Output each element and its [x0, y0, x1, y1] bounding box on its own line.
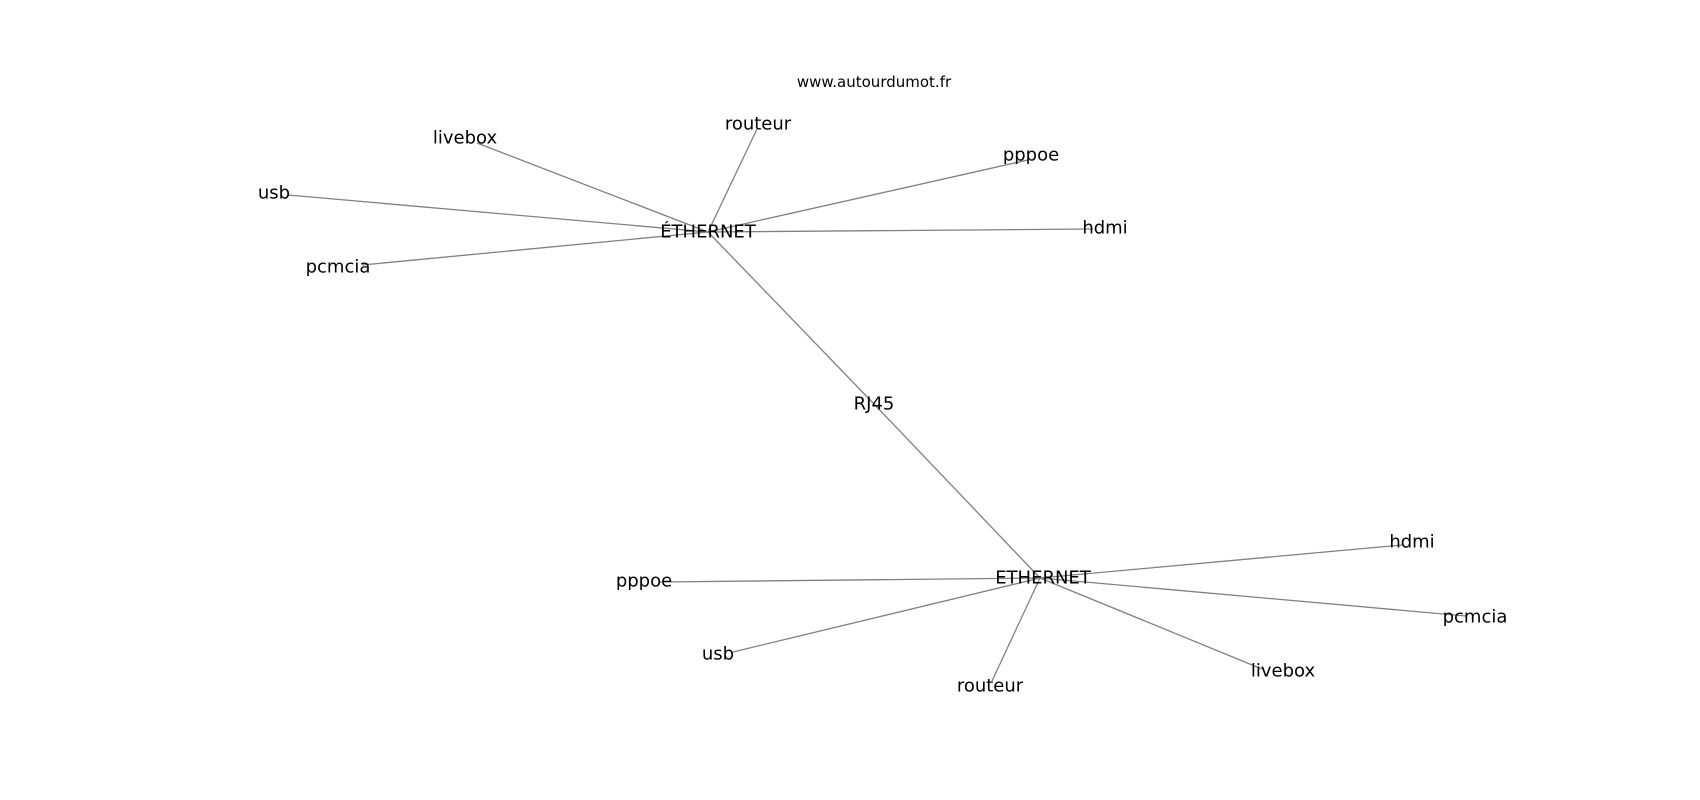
edge-ethernet_accent-pppoe_a — [707, 159, 1029, 233]
edge-ethernet-pcmcia_b — [1039, 577, 1467, 617]
node-ethernet: ETHERNET — [995, 568, 1092, 589]
graph-nodes: ÉTHERNET ETHERNET RJ45 livebox routeur pppoe u… — [258, 114, 1508, 697]
node-ethernet_accent: ÉTHERNET — [660, 221, 757, 243]
node-routeur_b: routeur — [957, 676, 1024, 697]
edge-ethernet-livebox_b — [1039, 577, 1263, 670]
site-watermark: www.autourdumot.fr — [797, 73, 952, 91]
graph-edges — [287, 128, 1467, 682]
edge-ethernet_accent-livebox_a — [476, 142, 709, 233]
edge-ethernet_accent-pcmcia_a — [361, 231, 709, 266]
edge-ethernet-hdmi_b — [1039, 544, 1403, 579]
edge-ethernet-usb_b — [732, 577, 1041, 653]
node-pcmcia_a: pcmcia — [306, 257, 371, 278]
node-livebox_a: livebox — [433, 128, 498, 149]
edge-ethernet-pppoe_b — [659, 577, 1041, 583]
edge-ethernet_accent-routeur_a — [707, 128, 758, 233]
edge-ethernet_accent-usb_a — [287, 194, 709, 233]
node-pppoe_b: pppoe — [616, 571, 672, 592]
node-routeur_a: routeur — [725, 114, 792, 135]
node-livebox_b: livebox — [1251, 661, 1316, 682]
node-hdmi_a: hdmi — [1082, 218, 1127, 239]
node-usb_b: usb — [702, 644, 734, 665]
edge-ethernet-routeur_b — [991, 577, 1041, 682]
node-pcmcia_b: pcmcia — [1443, 607, 1508, 628]
node-hdmi_b: hdmi — [1389, 532, 1434, 553]
edge-ethernet_accent-hdmi_a — [707, 228, 1094, 233]
node-usb_a: usb — [258, 183, 290, 204]
node-rj45: RJ45 — [854, 394, 895, 415]
edge-rj45-ethernet — [873, 403, 1041, 579]
node-pppoe_a: pppoe — [1003, 145, 1059, 166]
edge-ethernet_accent-rj45 — [707, 231, 875, 405]
